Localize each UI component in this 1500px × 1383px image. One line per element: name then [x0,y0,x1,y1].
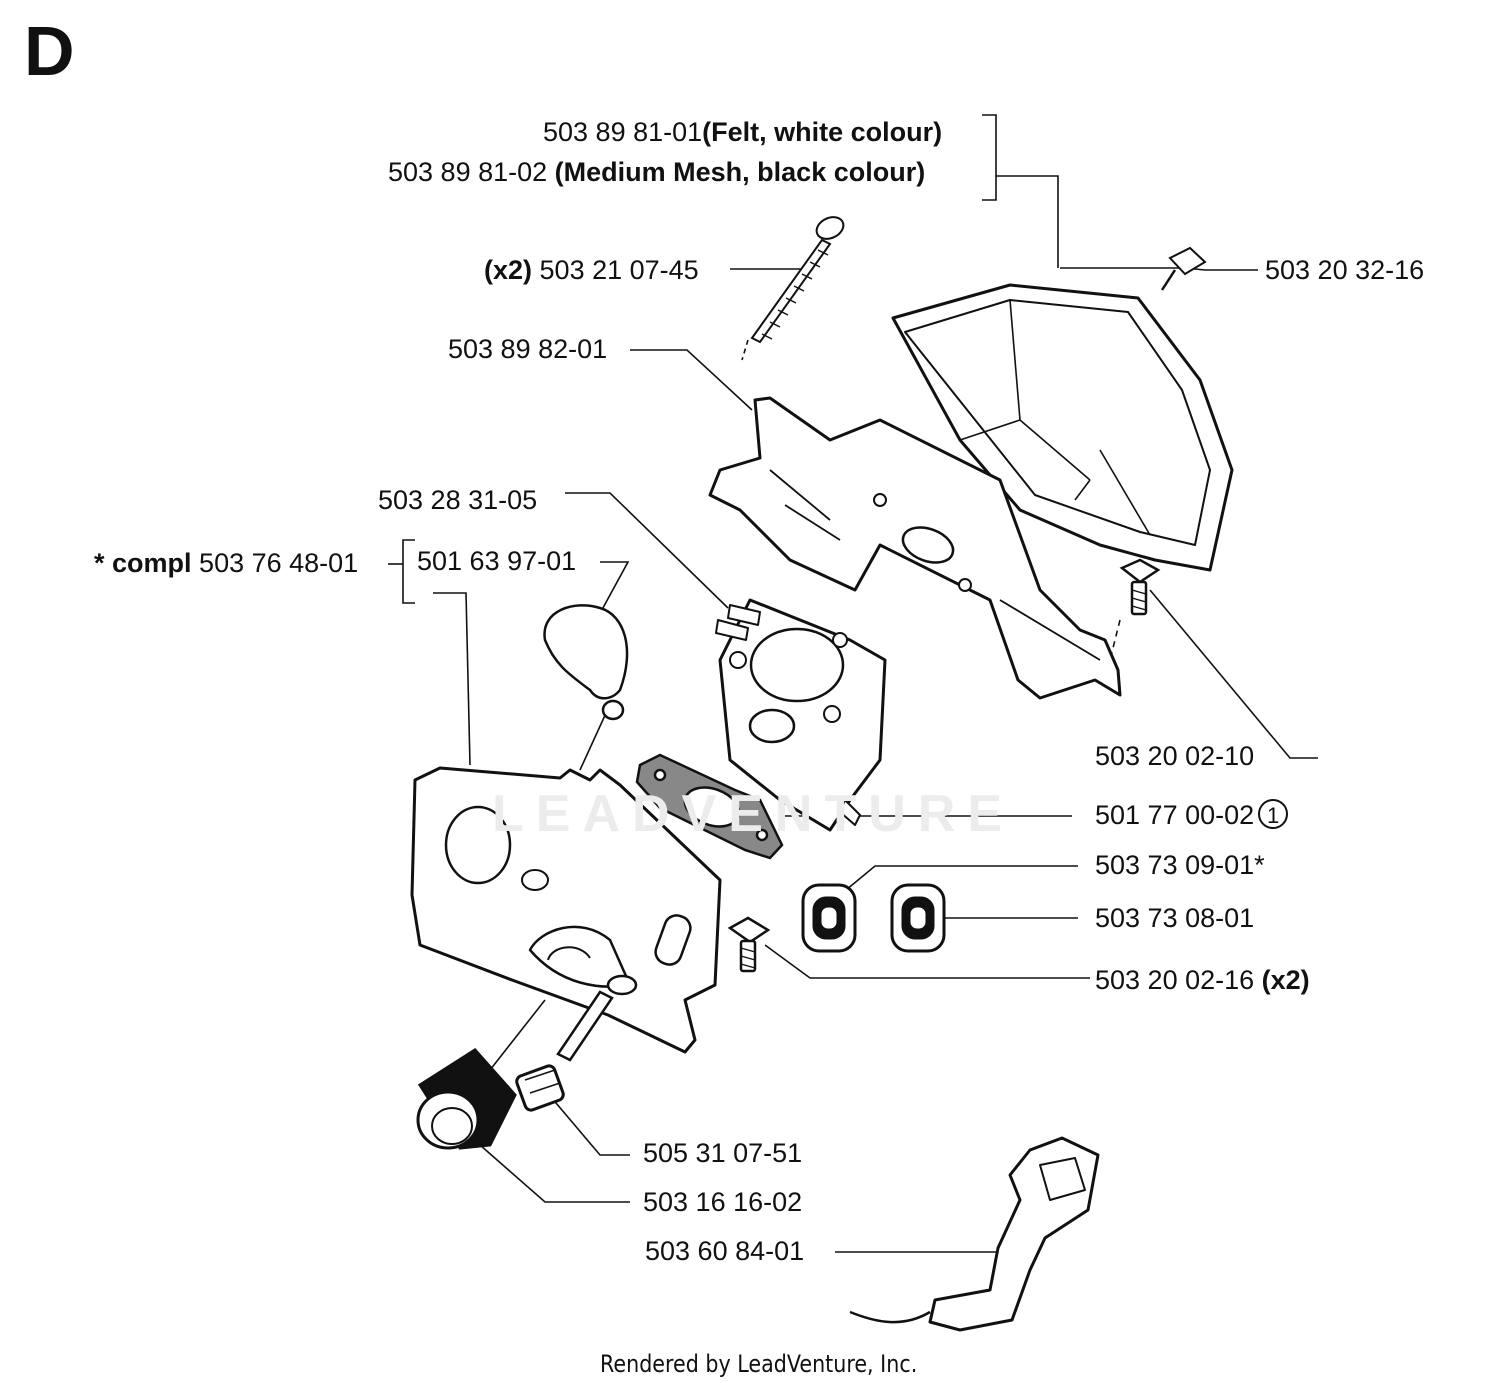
leader-filter [996,175,1059,268]
part-number: 503 20 02-10 [1095,741,1255,771]
callout-plate-screw: 503 20 02-16 (x2) [1095,967,1310,994]
filter-holder-icon [708,396,1122,700]
knob-icon [416,1048,517,1150]
leader-knob-to-plate [489,999,546,1071]
callout-grommet-1: 503 73 09-01* [1095,852,1265,879]
holder-screw-icon [1119,558,1161,616]
leader-cover-screw [1060,267,1258,271]
leader-grommet-1 [839,865,1078,896]
carburettor-icon [715,598,887,832]
callout-long-screw: (x2) 503 21 07-45 [484,257,699,284]
part-number: 503 28 31-05 [378,485,538,515]
callout-compl-kit: * compl 503 76 48-01 [94,550,358,577]
long-screw-icon [750,216,845,344]
leader-carburettor [565,492,729,609]
callout-grommet-2: 503 73 08-01 [1095,905,1254,932]
throttle-pin-icon [556,974,638,1062]
cover-screw-icon [1160,246,1207,291]
part-quantity: (x2) [484,255,533,285]
part-number: 503 20 32-16 [1265,255,1425,285]
callout-medium-mesh: 503 89 81-02 (Medium Mesh, black colour) [388,159,925,186]
part-number: 503 73 09-01* [1095,850,1265,880]
throttle-rod-icon [849,1136,1100,1332]
part-quantity: (x2) [1261,965,1310,995]
part-number: 503 16 16-02 [643,1187,803,1217]
callout-filter-holder: 503 89 82-01 [448,336,607,363]
callout-felt-white: 503 89 81-01(Felt, white colour) [543,119,942,146]
part-number: 503 21 07-45 [539,255,699,285]
grommet-left-icon [801,883,857,953]
leader-long-screw-dash [741,339,749,361]
part-prefix: * compl [94,548,192,578]
callout-cover-screw: 503 20 32-16 [1265,257,1424,284]
part-number: 503 60 84-01 [645,1236,805,1266]
air-filter-cover [891,283,1234,572]
callout-knob: 503 16 16-02 [643,1189,802,1216]
leader-bushing [544,1089,630,1156]
part-number: 503 73 08-01 [1095,903,1255,933]
callout-bushing: 505 31 07-51 [643,1140,802,1167]
watermark: LEADVENTURE [492,785,1015,843]
part-number: 501 63 97-01 [417,546,577,576]
intake-plate-icon [410,766,722,1054]
leader-holder-screw [1149,589,1318,759]
part-description: (Felt, white colour) [702,117,943,147]
callout-carburettor: 503 28 31-05 [378,487,537,514]
bracket-filter-options [982,114,997,201]
part-number: 503 89 82-01 [448,334,608,364]
rubber-plug-icon [543,604,629,721]
grommet-right-icon [890,883,946,953]
part-number: 503 89 81-02 [388,157,548,187]
leader-filter-holder [630,349,753,411]
part-number: 503 76 48-01 [199,548,359,578]
part-number: 503 20 02-16 [1095,965,1255,995]
bracket-kit [402,539,415,604]
gasket-icon [635,753,784,860]
leader-knob [479,1144,630,1203]
callout-throttle-rod: 503 60 84-01 [645,1238,804,1265]
part-number: 505 31 07-51 [643,1138,803,1168]
leader-plate-screw [764,944,1090,979]
part-number: 503 89 81-01 [543,117,703,147]
footer-credit: Rendered by LeadVenture, Inc. [600,1350,918,1378]
callout-holder-screw: 503 20 02-10 [1095,743,1254,770]
section-letter: D [24,12,75,90]
leader-plate [433,592,471,766]
plate-screw-icon [727,916,771,973]
reference-marker: 1 [1258,799,1289,829]
part-number: 501 77 00-02 [1095,800,1255,831]
bushing-icon [515,1064,565,1112]
part-description: (Medium Mesh, black colour) [554,157,926,187]
callout-rubber-plug: 501 63 97-01 [417,548,576,575]
